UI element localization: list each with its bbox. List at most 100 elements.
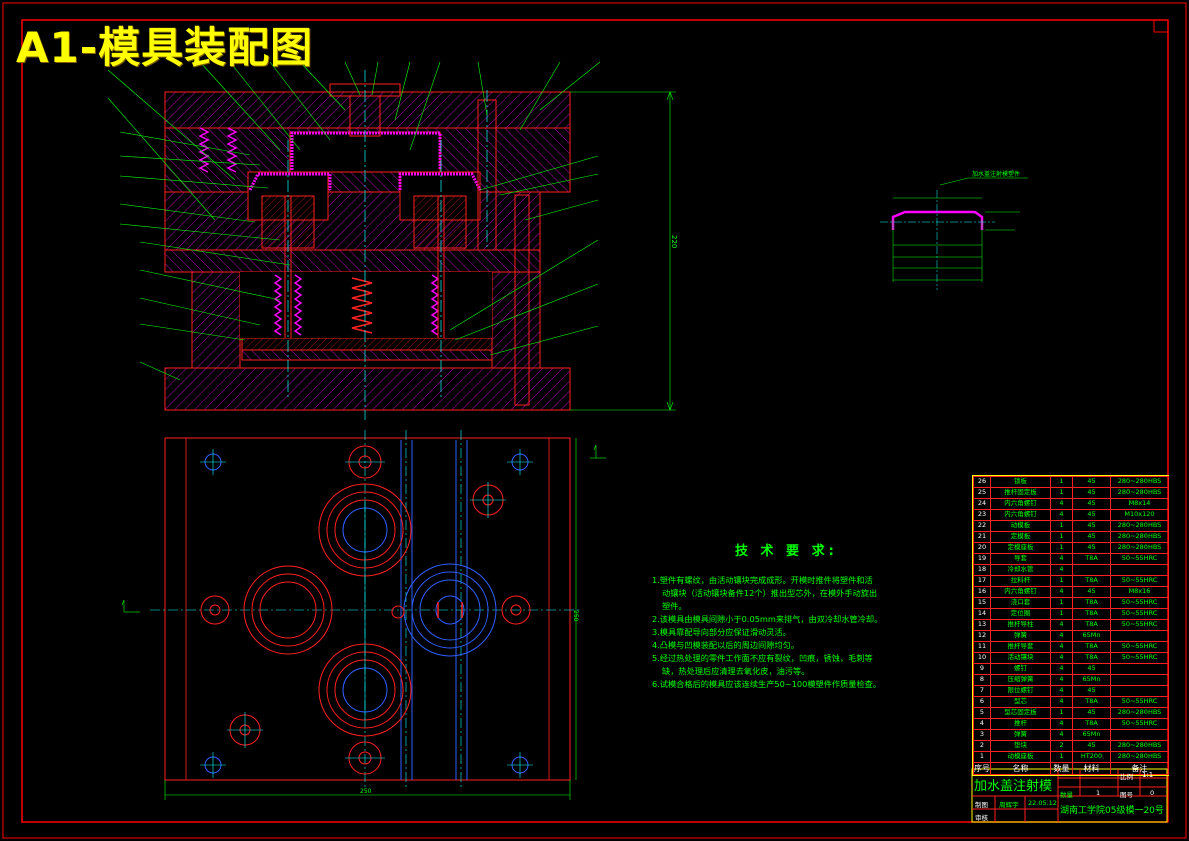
bom-cell-qty: 4 [1050,509,1073,521]
leader-lines [107,61,601,381]
title-block-drawn-by: 周辉宇 [999,801,1019,809]
bom-cell-qty: 1 [1050,597,1073,609]
bom-cell-material: 45 [1072,531,1111,543]
bom-cell-no: 8 [973,674,991,686]
support-plate [164,249,541,273]
bom-cell-no: 6 [973,696,991,708]
molded-part-profile [290,131,442,170]
bom-cell-no: 7 [973,685,991,697]
bom-cell-name: 型芯固定板 [990,707,1051,719]
core-right [413,195,467,249]
bom-cell-no: 16 [973,586,991,598]
bom-cell-material: T8A [1072,652,1111,664]
bom-cell-material: 45 [1072,663,1111,675]
plan-height-dimension: 250 [572,610,579,622]
bom-cell-name: 定模板 [990,531,1051,543]
bom-cell-material: 45 [1072,707,1111,719]
cavity-ring-left [243,565,333,655]
section-view [164,70,571,420]
bom-cell-material: 45 [1072,586,1111,598]
corner-marker [1153,19,1169,33]
bom-cell-name: 限位螺钉 [990,685,1051,697]
title-block-date: 22.05.12 [1028,799,1057,807]
section-centerlines [287,70,488,420]
bom-cell-name: 推杆固定板 [990,487,1051,499]
bom-cell-material: 45 [1072,476,1111,488]
bom-cell-qty: 1 [1050,751,1073,763]
title-block-sheet: 0 [1150,789,1155,797]
bom-cell-no: 20 [973,542,991,554]
title-block-school: 湖南工学院05级模一20号 [1060,806,1164,816]
bom-cell-material: 45 [1072,520,1111,532]
bom-cell-no: 4 [973,718,991,730]
plan-outline [164,437,571,781]
bom-cell-qty: 4 [1050,553,1073,565]
ejector-retainer-plate [241,337,493,351]
spring-ejector-right [430,274,440,336]
section-height-dimension: 220 [670,235,678,248]
fixed-clamp-plate [164,91,571,129]
bom-cell-no: 11 [973,641,991,653]
bom-cell-remark [1110,674,1169,686]
bom-cell-name: 活动镶块 [990,652,1051,664]
moving-mold-plate [164,191,541,251]
bom-cell-qty: 1 [1050,608,1073,620]
bom-cell-material: 45 [1072,740,1111,752]
bom-cell-qty: 4 [1050,630,1073,642]
bom-cell-qty: 1 [1050,520,1073,532]
title-block-sheet-label: 图号 [1120,791,1133,799]
bom-cell-no: 10 [973,652,991,664]
bom-cell-qty: 1 [1050,707,1073,719]
bom-cell-no: 26 [973,476,991,488]
tech-requirement-item: 6.试模合格后的模具应该连续生产50~100模塑件作质量检查。 [652,679,882,689]
tech-requirement-item: 1.塑件有螺纹，由活动镶块完成成形。开模时推件将塑件和活 [652,575,873,585]
bom-cell-remark: 50~55HRC [1110,597,1169,609]
bom-cell-qty: 4 [1050,641,1073,653]
bom-cell-material: 65Mn [1072,630,1111,642]
part-detail-profile [891,210,984,230]
bom-cell-name: 定模座板 [990,542,1051,554]
bom-cell-no: 3 [973,729,991,741]
spacer-block-right [491,271,541,369]
bom-cell-qty: 1 [1050,487,1073,499]
title-block-part-name: 加水盖注射模 [974,779,1053,794]
bom-cell-material: T8A [1072,696,1111,708]
screw-hole-crosses [200,449,533,778]
bom-cell-material [1072,564,1111,576]
bom-cell-qty: 4 [1050,498,1073,510]
bom-cell-material: T8A [1072,575,1111,587]
cavity-ring-right [403,563,497,657]
tech-requirement-item: 2.该模具由模具间隙小于0.05mm来排气，由双冷却水管冷却。 [652,614,883,624]
bom-cell-no: 19 [973,553,991,565]
bom-cell-remark: 280~280HBS [1110,740,1169,752]
bom-cell-no: 1 [973,751,991,763]
bom-cell-remark: 50~55HRC [1110,652,1169,664]
bom-cell-name: 动模板 [990,520,1051,532]
section-dimension [570,91,676,411]
bom-cell-qty: 4 [1050,564,1073,576]
bom-cell-material: T8A [1072,641,1111,653]
bom-cell-remark: 50~55HRC [1110,619,1169,631]
bom-cell-remark: 280~280HBS [1110,476,1169,488]
title-block-qty-label: 数量 [1060,791,1073,799]
tech-requirement-item: 动镶块（活动镶块备件12个）推出型芯外，在模外手动旋出 [662,588,878,598]
bom-cell-no: 23 [973,509,991,521]
bom-cell-name: 螺钉 [990,663,1051,675]
bom-cell-remark [1110,564,1169,576]
bom-cell-material: 45 [1072,685,1111,697]
bom-cell-name: 动模座板 [990,751,1051,763]
